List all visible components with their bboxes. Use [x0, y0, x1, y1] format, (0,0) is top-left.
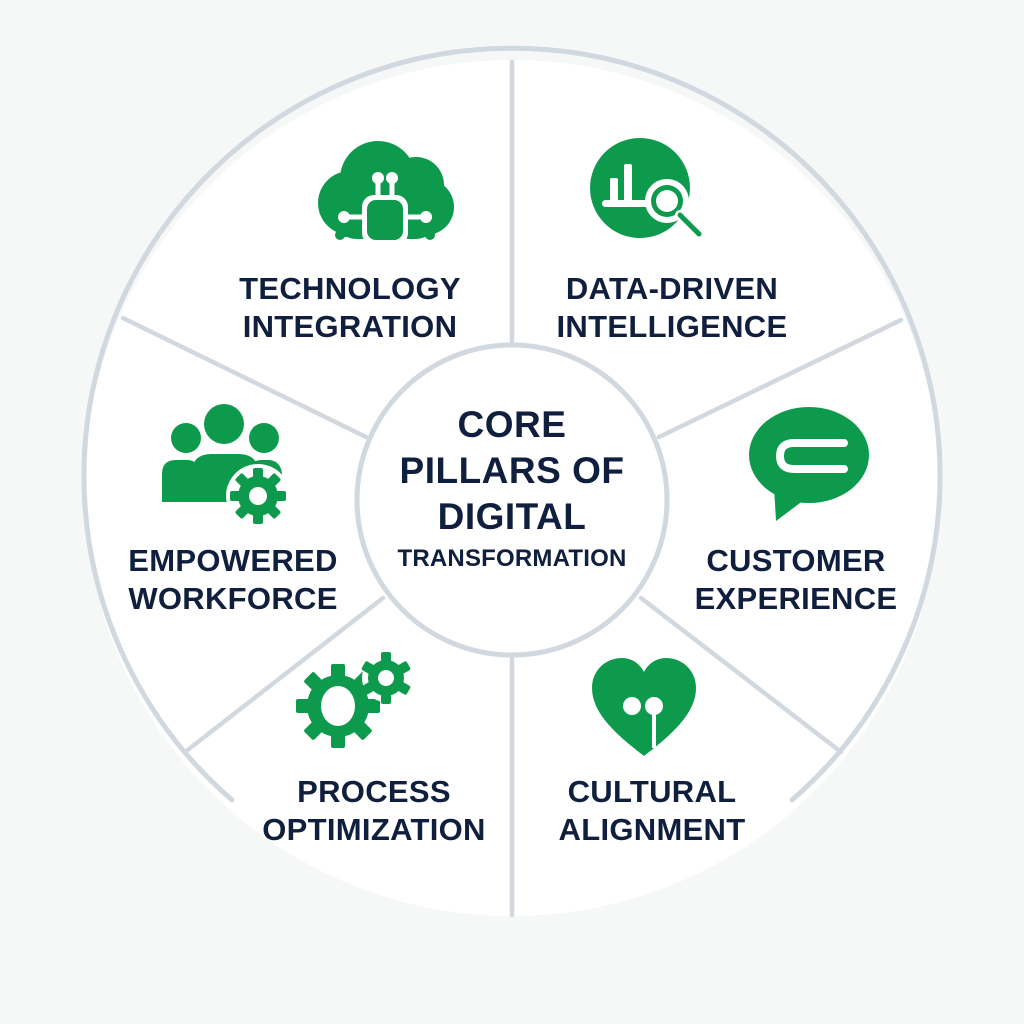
gears-icon — [296, 652, 411, 748]
pillar-label-line: INTEGRATION — [242, 309, 458, 344]
center-title-line: DIGITAL — [437, 496, 587, 537]
pillar-label-line: OPTIMIZATION — [262, 812, 486, 847]
pillar-label-line: DATA-DRIVEN — [565, 271, 779, 306]
pillar-label-process-optimization: PROCESS OPTIMIZATION — [262, 773, 485, 849]
chat-bubble-icon — [749, 407, 869, 521]
center-hub — [354, 342, 670, 658]
pillar-label-data-driven-intelligence: DATA-DRIVEN INTELLIGENCE — [557, 270, 788, 346]
outer-ring — [81, 45, 943, 803]
pillar-label-technology-integration: TECHNOLOGY INTEGRATION — [239, 270, 461, 346]
center-title-line: PILLARS OF — [399, 450, 625, 491]
people-gear-icon — [162, 404, 290, 528]
pillar-label-line: WORKFORCE — [128, 581, 338, 616]
pillar-label-line: EXPERIENCE — [694, 581, 898, 616]
center-title: CORE PILLARS OF DIGITAL TRANSFORMATION — [398, 402, 627, 574]
chart-magnifier-icon — [590, 138, 705, 240]
heart-icon — [592, 658, 696, 756]
center-title-line: CORE — [457, 404, 567, 445]
pillar-label-line: INTELLIGENCE — [556, 309, 788, 344]
pillar-label-cultural-alignment: CULTURAL ALIGNMENT — [559, 773, 746, 849]
pillar-label-empowered-workforce: EMPOWERED WORKFORCE — [128, 542, 337, 618]
pillar-label-line: CUSTOMER — [706, 543, 886, 578]
divider-lower-left — [182, 595, 386, 755]
pillar-label-customer-experience: CUSTOMER EXPERIENCE — [695, 542, 898, 618]
pillar-label-line: TECHNOLOGY — [239, 271, 461, 306]
center-title-subline: TRANSFORMATION — [397, 545, 627, 572]
pillar-label-line: PROCESS — [297, 774, 451, 809]
divider-lower-right — [638, 595, 844, 755]
cloud-chip-icon — [318, 141, 454, 245]
segment-dividers — [120, 59, 904, 918]
pillar-label-line: EMPOWERED — [128, 543, 338, 578]
divider-upper-left — [120, 315, 369, 440]
pillar-label-line: ALIGNMENT — [558, 812, 746, 847]
divider-upper-right — [656, 317, 904, 440]
pillar-label-line: CULTURAL — [567, 774, 737, 809]
